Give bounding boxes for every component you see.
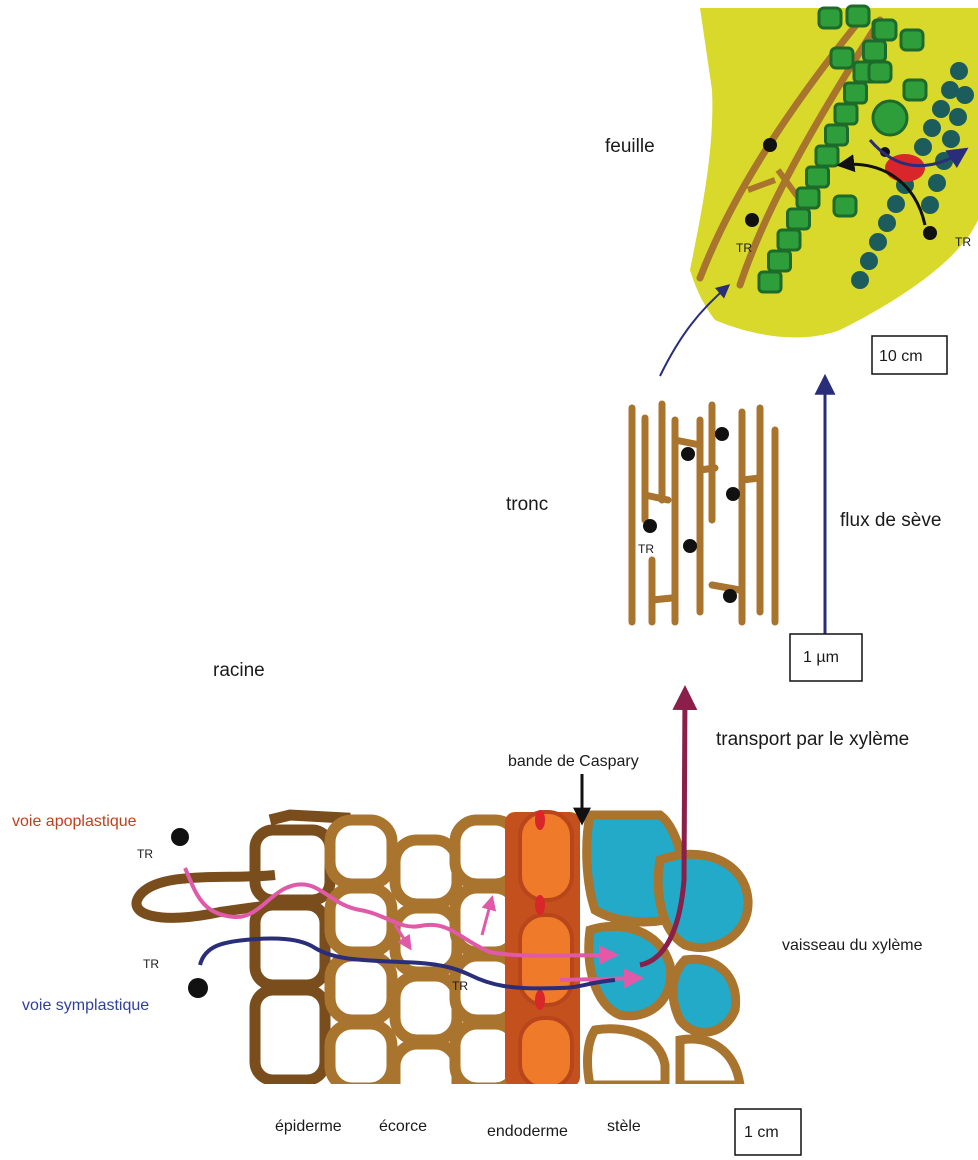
- tr-particle: [188, 978, 208, 998]
- tr-particle: [643, 519, 657, 533]
- epidermal-cell: [949, 108, 967, 126]
- epidermal-cell: [869, 233, 887, 251]
- tr-label-root-2: TR: [143, 957, 159, 971]
- tr-label-root-3: TR: [452, 979, 468, 993]
- epidermal-cell: [860, 252, 878, 270]
- cortex-cell: [395, 976, 457, 1040]
- trunk-tr-particles: [643, 427, 740, 603]
- mesophyll-cell: [819, 8, 841, 28]
- stele-cells: [587, 815, 748, 1085]
- epidermal-cell: [921, 196, 939, 214]
- cortex-cell: [330, 888, 392, 952]
- epidermal-cell: [950, 62, 968, 80]
- cortex-cell: [330, 1024, 392, 1088]
- cortex-cell: [395, 840, 457, 904]
- label-epiderme: épiderme: [275, 1118, 342, 1135]
- epidermis-cell: [255, 905, 325, 985]
- label-flux-de-seve: flux de sève: [840, 510, 941, 531]
- xylem-vessel-wall: [675, 440, 700, 445]
- mesophyll-cell: [845, 83, 867, 103]
- tr-particle: [171, 828, 189, 846]
- mesophyll-cell: [797, 188, 819, 208]
- epidermis-cell: [255, 990, 325, 1080]
- tr-label-leaf-2: TR: [955, 235, 971, 249]
- epidermal-cell: [932, 100, 950, 118]
- mesophyll-cell: [759, 272, 781, 292]
- stele-cell: [680, 1039, 740, 1085]
- mesophyll-cell: [826, 125, 848, 145]
- tr-particle: [763, 138, 777, 152]
- mesophyll-cell: [807, 167, 829, 187]
- label-voie-apoplastique: voie apoplastique: [12, 813, 137, 830]
- xylem-vessel-wall: [742, 478, 760, 480]
- xylem-vessel-wall: [645, 495, 668, 500]
- mesophyll-cell: [778, 230, 800, 250]
- label-voie-symplastique: voie symplastique: [22, 997, 149, 1014]
- mesophyll-cell: [834, 196, 856, 216]
- caspary-strip: [535, 810, 545, 830]
- tr-particle: [923, 226, 937, 240]
- xylem-vessel-wall: [652, 598, 672, 600]
- stele-cell: [588, 1029, 665, 1085]
- trunk-xylem-illustration: [632, 404, 775, 622]
- scale-label-leaf: 10 cm: [879, 348, 923, 365]
- stele-cell: [673, 959, 736, 1032]
- caspary-strip: [535, 990, 545, 1010]
- tr-particle: [723, 589, 737, 603]
- mesophyll-cell: [869, 62, 891, 82]
- mesophyll-cell: [873, 101, 907, 135]
- mesophyll-cell: [835, 104, 857, 124]
- xylem-vessel-wall: [712, 585, 740, 590]
- epidermal-cell: [956, 86, 974, 104]
- mesophyll-cell: [769, 251, 791, 271]
- apoplastic-to-stele-arrow: [560, 978, 640, 980]
- endodermis-cells: [505, 810, 580, 1088]
- label-endoderme: endoderme: [487, 1123, 568, 1140]
- epidermal-cell: [887, 195, 905, 213]
- mesophyll-cell: [904, 80, 926, 100]
- endodermis-cell: [520, 1018, 572, 1088]
- cortex-cell: [330, 820, 392, 884]
- xylem-vessel-wall: [700, 468, 715, 470]
- label-transport-xylem: transport par le xylème: [716, 729, 909, 750]
- label-bande-caspary: bande de Caspary: [508, 753, 639, 770]
- endodermis-cell: [520, 915, 572, 1005]
- tr-particle: [726, 487, 740, 501]
- label-racine: racine: [213, 660, 265, 681]
- mesophyll-cell: [901, 30, 923, 50]
- label-ecorce: écorce: [379, 1118, 427, 1135]
- root-cross-section: [137, 810, 750, 1144]
- endodermis-cell: [520, 812, 572, 900]
- scale-label-trunk: 1 µm: [803, 649, 839, 666]
- mesophyll-cell: [847, 6, 869, 26]
- epidermal-cell: [923, 119, 941, 137]
- cortex-cell: [330, 956, 392, 1020]
- epidermal-cell: [914, 138, 932, 156]
- tr-label-root-1: TR: [137, 847, 153, 861]
- epidermal-cell: [942, 130, 960, 148]
- epidermal-cell: [928, 174, 946, 192]
- tr-particle: [745, 213, 759, 227]
- mesophyll-cell: [864, 41, 886, 61]
- mesophyll-cell: [788, 209, 810, 229]
- epidermal-cell: [851, 271, 869, 289]
- epidermal-cell: [878, 214, 896, 232]
- scale-label-root: 1 cm: [744, 1124, 779, 1141]
- label-stele: stèle: [607, 1118, 641, 1135]
- tr-label-trunk: TR: [638, 542, 654, 556]
- stele-cell: [589, 926, 671, 1015]
- mesophyll-cell: [874, 20, 896, 40]
- caspary-strip: [535, 895, 545, 915]
- tr-particle: [715, 427, 729, 441]
- label-tronc: tronc: [506, 494, 548, 515]
- tr-particle: [681, 447, 695, 461]
- label-vaisseau-xyleme: vaisseau du xylème: [782, 937, 923, 954]
- leaf-illustration: TR TR: [690, 6, 978, 337]
- mesophyll-cell: [816, 146, 838, 166]
- tr-label-leaf-1: TR: [736, 241, 752, 255]
- label-feuille: feuille: [605, 136, 655, 157]
- mesophyll-cell: [831, 48, 853, 68]
- tr-particle: [683, 539, 697, 553]
